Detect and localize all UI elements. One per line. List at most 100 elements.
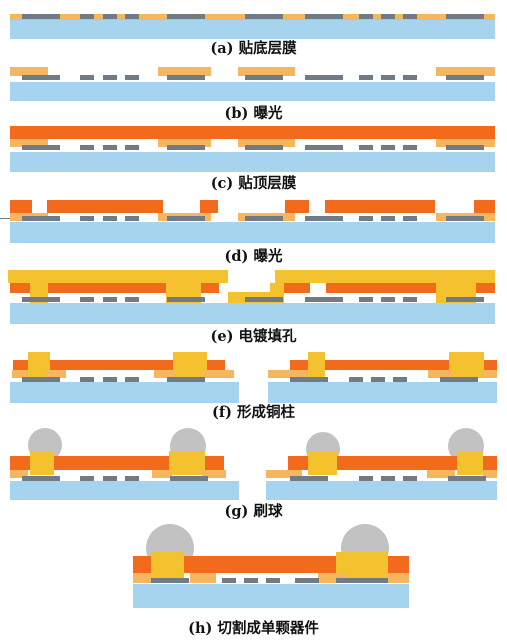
top-film-patterned	[10, 200, 32, 213]
copper-pad	[381, 14, 395, 19]
copper-pad	[170, 476, 208, 481]
copper-pad	[103, 297, 117, 302]
copper-pad	[305, 14, 343, 19]
copper-pad	[403, 75, 417, 80]
caption-c: (c) 贴顶层膜	[210, 175, 297, 192]
copper-pad	[151, 578, 189, 583]
copper-pad	[305, 145, 343, 150]
bottom-film-opening-edge	[10, 67, 48, 76]
bottom-film	[133, 573, 151, 583]
bottom-film	[482, 370, 497, 378]
copper-pad	[22, 297, 60, 302]
top-film-patterned	[325, 200, 435, 213]
bottom-film	[238, 139, 295, 147]
copper-pad	[103, 75, 117, 80]
top-film	[47, 360, 173, 370]
copper-pad	[290, 377, 328, 382]
copper-pad	[222, 578, 236, 583]
copper-pad	[245, 75, 283, 80]
copper-pad	[125, 297, 139, 302]
copper-pad	[305, 75, 343, 80]
substrate	[10, 82, 495, 101]
copper-pad	[295, 578, 319, 583]
copper-pad	[22, 75, 60, 80]
bottom-film	[190, 573, 216, 583]
copper-pad	[446, 216, 484, 221]
copper-pad	[80, 216, 94, 221]
caption-g: (g) 刷球	[224, 503, 283, 520]
bottom-film	[266, 470, 302, 478]
substrate	[10, 152, 495, 172]
copper-pad	[244, 578, 258, 583]
bottom-film	[388, 573, 409, 583]
caption-e: (e) 电镀填孔	[210, 328, 297, 345]
top-film-patterned	[47, 200, 163, 213]
copper-pad	[125, 216, 139, 221]
copper-pad	[448, 476, 486, 481]
copper-pad	[305, 216, 343, 221]
copper-pad	[103, 14, 117, 19]
top-film	[326, 283, 436, 293]
substrate	[10, 481, 239, 500]
copper-pillar	[308, 352, 325, 378]
copper-pillar	[169, 451, 205, 475]
copper-pad	[393, 377, 407, 382]
copper-pad	[80, 75, 94, 80]
substrate	[10, 382, 239, 403]
edge-mark	[0, 218, 10, 219]
copper-pad	[403, 145, 417, 150]
copper-pad	[125, 377, 139, 382]
top-film	[13, 360, 33, 370]
copper-pad	[245, 216, 283, 221]
copper-pad	[359, 75, 373, 80]
caption-d: (d) 曝光	[224, 248, 283, 265]
top-film-patterned	[200, 200, 218, 213]
bottom-film	[10, 470, 28, 478]
copper-pad	[381, 216, 395, 221]
top-film	[337, 456, 457, 470]
bottom-film-opening-edge	[436, 67, 495, 76]
top-film	[54, 456, 169, 470]
copper-pad	[103, 145, 117, 150]
top-film	[388, 556, 409, 573]
copper-pad	[359, 145, 373, 150]
copper-pad	[349, 377, 363, 382]
substrate	[10, 303, 495, 324]
copper-pillar	[30, 451, 54, 475]
copper-pillar	[173, 352, 207, 378]
bottom-film	[427, 470, 455, 478]
bottom-film	[10, 139, 48, 147]
copper-pad	[22, 377, 60, 382]
copper-pad	[80, 145, 94, 150]
copper-pad	[440, 377, 478, 382]
top-film	[476, 283, 495, 293]
copper-pad	[80, 377, 94, 382]
copper-pad	[167, 216, 205, 221]
substrate	[133, 584, 409, 608]
bottom-film	[152, 470, 172, 478]
substrate	[268, 382, 497, 403]
copper-pad	[381, 476, 395, 481]
top-film	[288, 456, 308, 470]
copper-pad	[80, 476, 94, 481]
top-film	[290, 360, 312, 370]
top-film	[10, 456, 30, 470]
copper-pad	[245, 297, 283, 302]
copper-pad	[359, 297, 373, 302]
copper-pad	[22, 216, 60, 221]
top-film	[483, 360, 497, 370]
copper-pad	[22, 145, 60, 150]
bottom-film	[483, 470, 497, 478]
top-film	[483, 456, 497, 470]
bottom-film	[46, 370, 66, 378]
copper-pillar	[28, 352, 50, 378]
copper-pad	[381, 145, 395, 150]
bottom-film	[268, 370, 308, 378]
bottom-film	[428, 370, 452, 378]
copper-pad	[125, 476, 139, 481]
plated-copper-top	[8, 270, 228, 283]
bottom-film-opening-edge	[238, 67, 295, 76]
copper-pad	[125, 75, 139, 80]
top-film	[10, 283, 30, 293]
